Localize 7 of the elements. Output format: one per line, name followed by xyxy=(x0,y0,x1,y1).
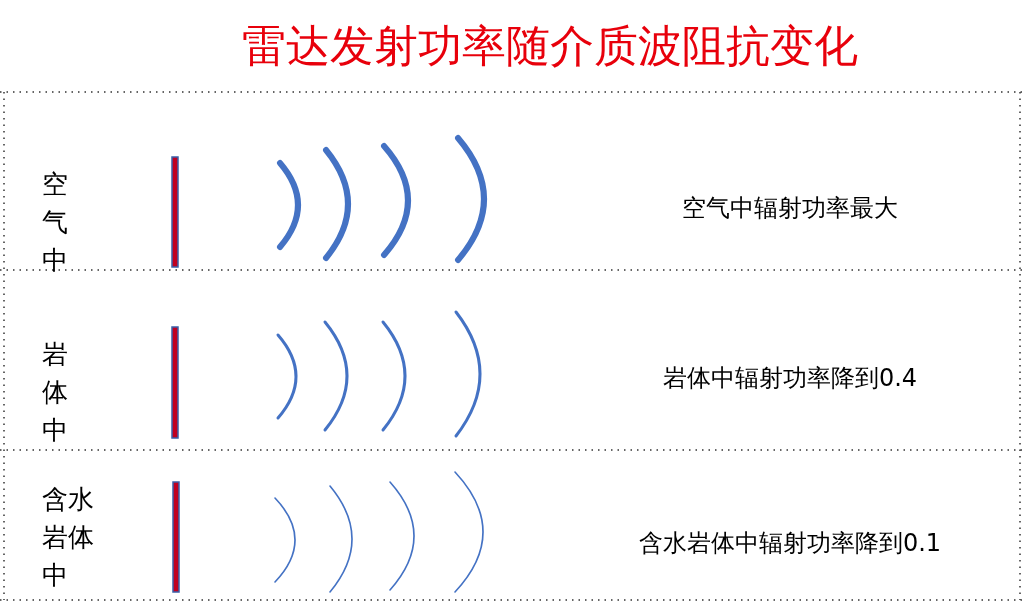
medium-label: 空气中 xyxy=(42,168,69,277)
medium-label: 岩体中 xyxy=(42,338,69,447)
medium-label: 含水岩体中 xyxy=(42,483,95,592)
power-note: 空气中辐射功率最大 xyxy=(681,194,899,223)
diagram-title: 雷达发射功率随介质波阻抗变化 xyxy=(241,20,859,73)
power-note: 岩体中辐射功率降到0.4 xyxy=(661,364,919,393)
power-note: 含水岩体中辐射功率降到0.1 xyxy=(637,529,943,558)
